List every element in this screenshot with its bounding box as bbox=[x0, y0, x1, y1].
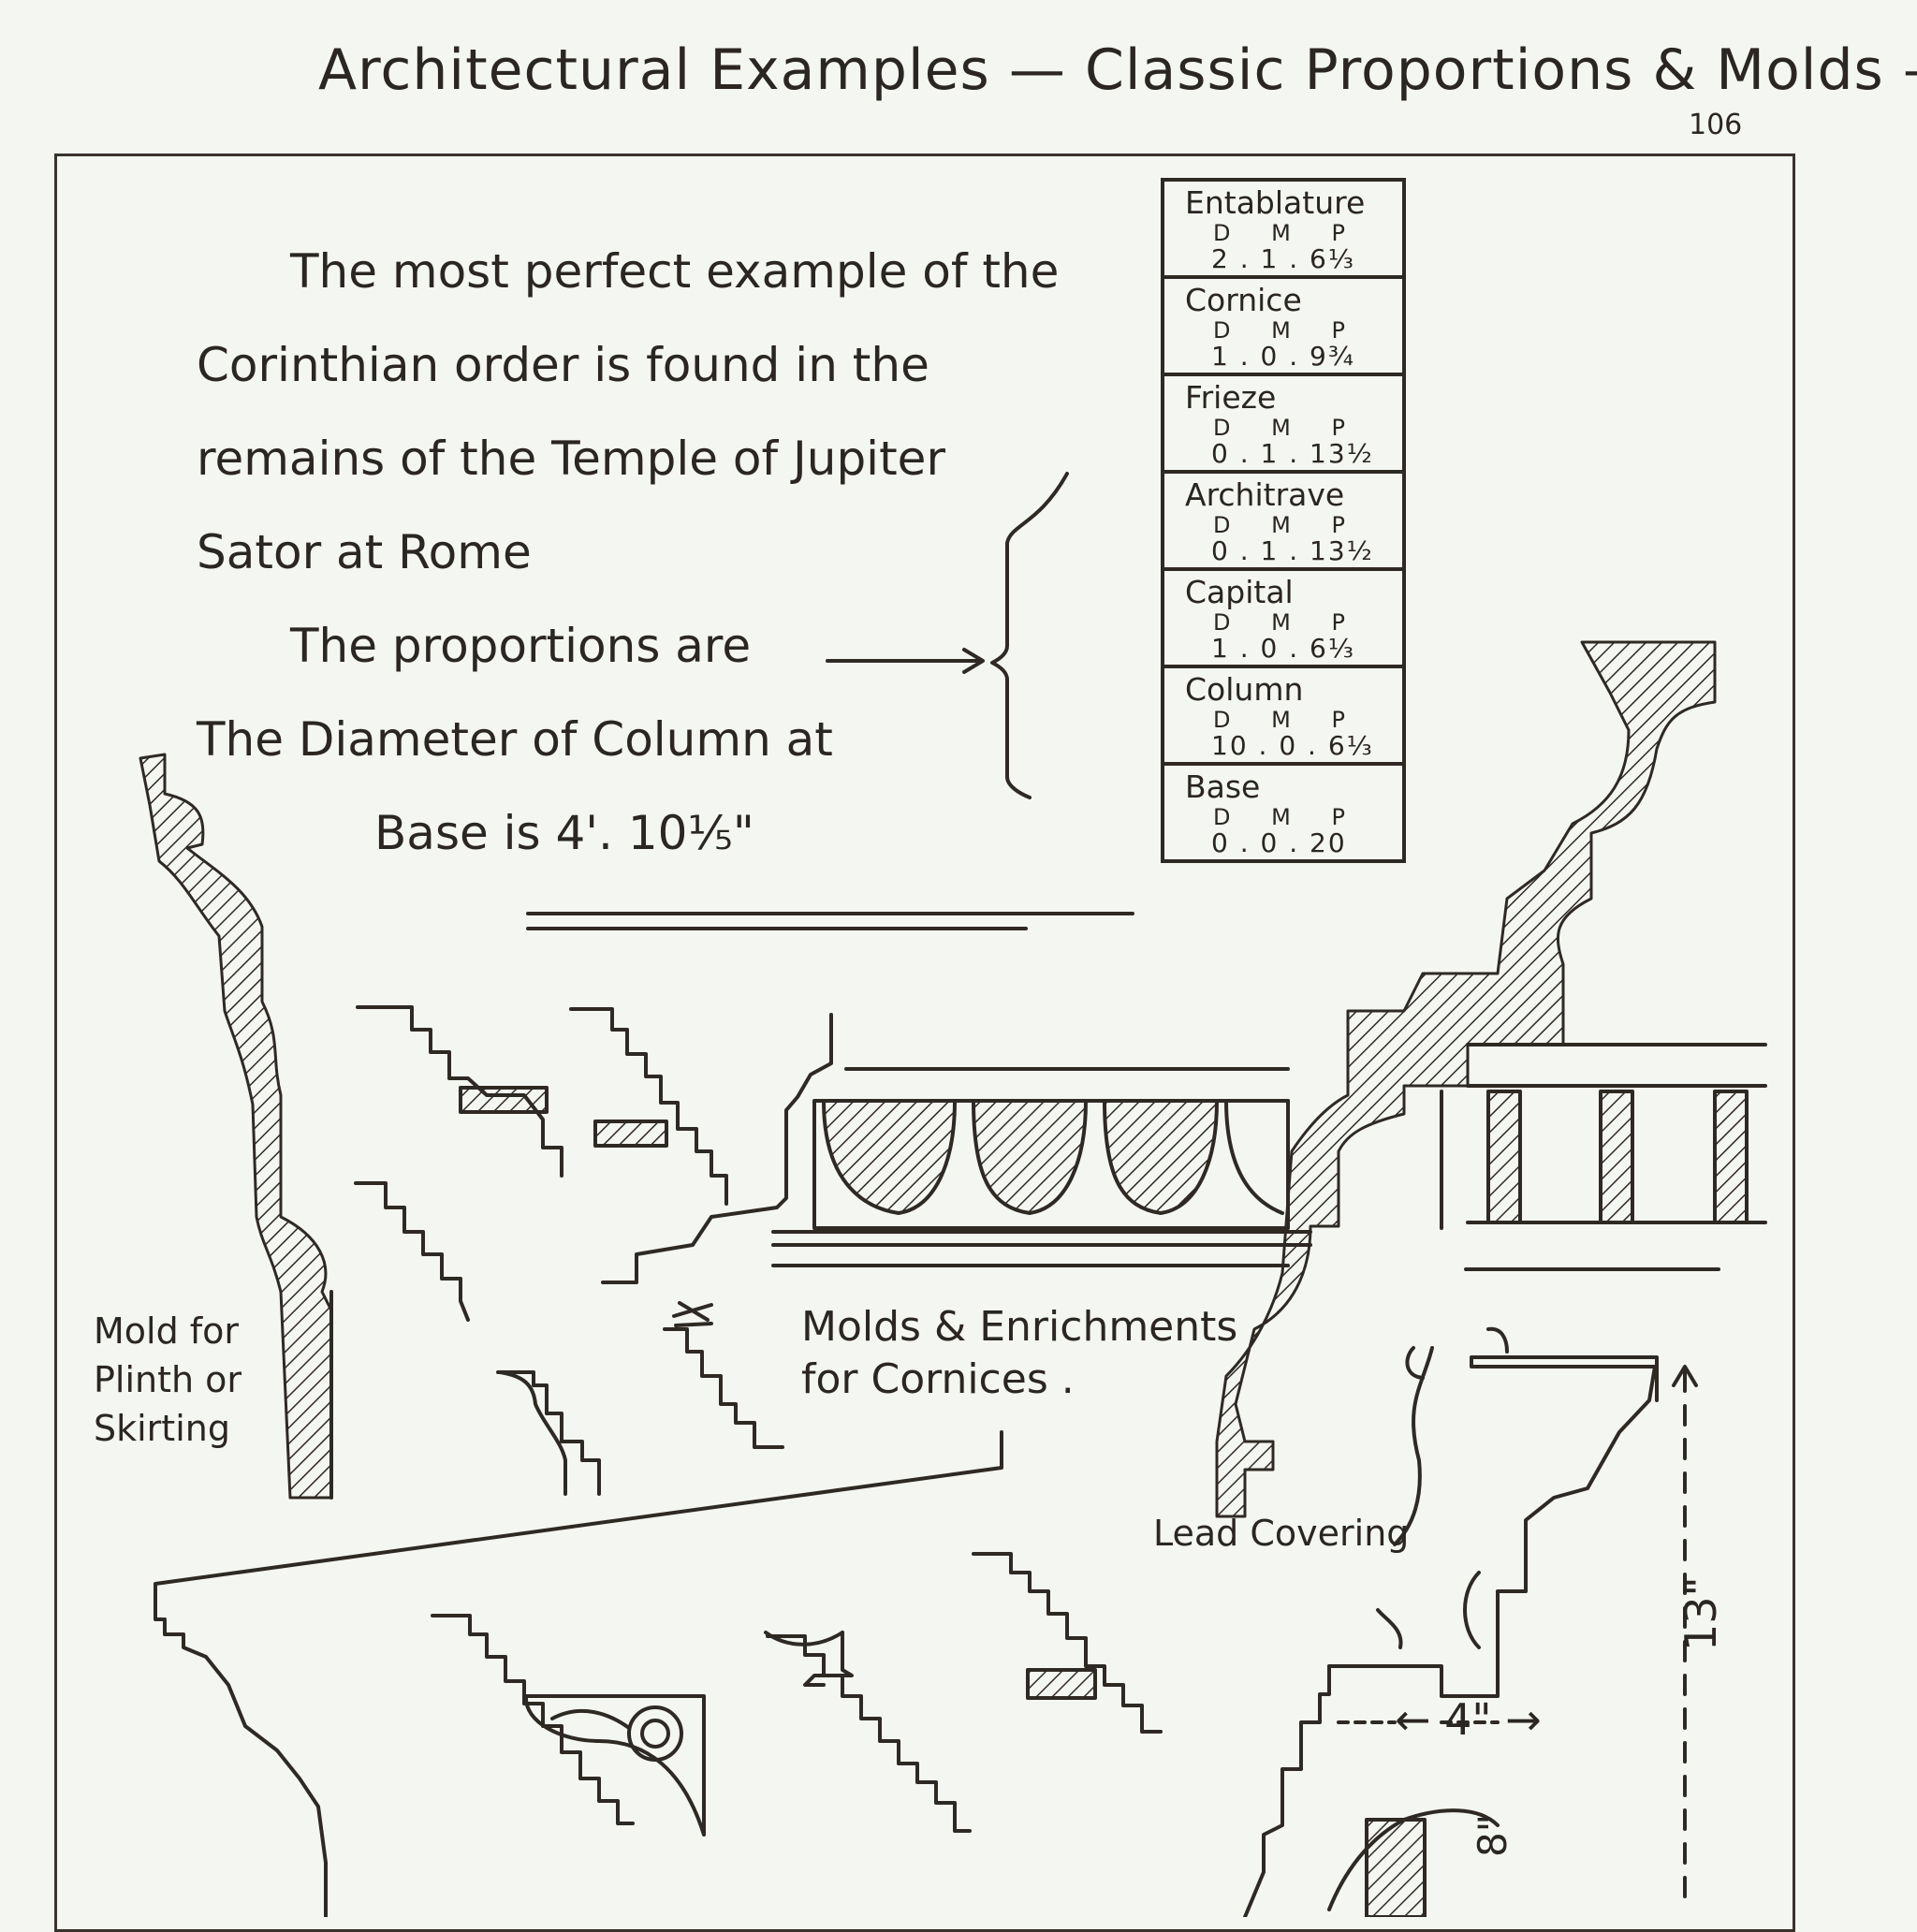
proportions-table: Entablature D M P 2 . 1 . 6⅓ Cornice D M… bbox=[1161, 178, 1406, 863]
intro-line: remains of the Temple of Jupiter bbox=[197, 432, 945, 486]
row-header: D M P bbox=[1213, 804, 1362, 830]
row-name: Base bbox=[1185, 768, 1261, 805]
cornices-label-line: Molds & Enrichments bbox=[801, 1303, 1238, 1351]
dimension-lines bbox=[1337, 1365, 1698, 1911]
row-name: Column bbox=[1185, 671, 1304, 708]
cornices-label: Molds & Enrichments for Cornices . bbox=[801, 1301, 1237, 1406]
intro-line: Base is 4'. 10⅕" bbox=[374, 806, 754, 860]
row-value: 2 . 1 . 6⅓ bbox=[1211, 243, 1355, 274]
proportion-row-base: Base D M P 0 . 0 . 20 bbox=[1164, 766, 1402, 859]
dimension-8-inch: 8" bbox=[1470, 1813, 1515, 1857]
plinth-label-line: Mold for bbox=[94, 1310, 240, 1352]
dimension-4-inch: ← 4" → bbox=[1395, 1694, 1542, 1745]
lead-covering-label: Lead Covering bbox=[1153, 1513, 1410, 1554]
plinth-label: Mold for Plinth or Skirting bbox=[94, 1307, 241, 1453]
intro-line: The most perfect example of the bbox=[290, 244, 1060, 299]
intro-line: The proportions are bbox=[290, 619, 752, 673]
plinth-label-line: Plinth or bbox=[94, 1359, 242, 1400]
proportion-row-capital: Capital D M P 1 . 0 . 6⅓ bbox=[1164, 571, 1402, 668]
intro-line: Sator at Rome bbox=[197, 525, 532, 579]
row-header: D M P bbox=[1213, 609, 1362, 636]
row-value: 0 . 1 . 13½ bbox=[1211, 438, 1374, 469]
skirting-mold bbox=[139, 753, 333, 1500]
separator-rule bbox=[526, 912, 1134, 930]
row-name: Entablature bbox=[1185, 184, 1366, 221]
cornice-profiles bbox=[354, 1005, 784, 1496]
proportion-row-column: Column D M P 10 . 0 . 6⅓ bbox=[1164, 668, 1402, 766]
intro-line: Corinthian order is found in the bbox=[197, 338, 929, 392]
row-name: Cornice bbox=[1185, 282, 1302, 318]
row-value: 1 . 0 . 9¾ bbox=[1211, 341, 1355, 372]
row-value: 0 . 0 . 20 bbox=[1211, 827, 1347, 858]
page-number: 106 bbox=[1689, 109, 1743, 141]
page-title: Architectural Examples — Classic Proport… bbox=[318, 37, 1917, 103]
plinth-label-line: Skirting bbox=[94, 1408, 230, 1449]
egg-dart-cornice bbox=[601, 1013, 1312, 1284]
proportion-row-frieze: Frieze D M P 0 . 1 . 13½ bbox=[1164, 376, 1402, 474]
proportion-row-entablature: Entablature D M P 2 . 1 . 6⅓ bbox=[1164, 182, 1402, 279]
row-name: Capital bbox=[1185, 574, 1294, 610]
row-value: 0 . 1 . 13½ bbox=[1211, 535, 1374, 566]
proportion-row-cornice: Cornice D M P 1 . 0 . 9¾ bbox=[1164, 279, 1402, 376]
row-value: 1 . 0 . 6⅓ bbox=[1211, 633, 1355, 664]
row-header: D M P bbox=[1213, 317, 1362, 344]
row-value: 10 . 0 . 6⅓ bbox=[1211, 730, 1374, 761]
proportion-row-architrave: Architrave D M P 0 . 1 . 13½ bbox=[1164, 474, 1402, 571]
dimension-13-inch: 13" bbox=[1676, 1576, 1726, 1651]
brace-arrow bbox=[826, 472, 1069, 799]
bracket-cornice bbox=[154, 1326, 1659, 1917]
row-header: D M P bbox=[1213, 512, 1362, 538]
row-header: D M P bbox=[1213, 220, 1362, 246]
modillion-cornice bbox=[1215, 640, 1767, 1518]
row-name: Architrave bbox=[1185, 476, 1345, 513]
intro-line: The Diameter of Column at bbox=[197, 712, 833, 767]
intro-text: The most perfect example of the Corinthi… bbox=[197, 225, 1133, 880]
row-header: D M P bbox=[1213, 707, 1362, 733]
cornices-label-line: for Cornices . bbox=[801, 1355, 1075, 1403]
row-name: Frieze bbox=[1185, 379, 1277, 416]
row-header: D M P bbox=[1213, 415, 1362, 441]
